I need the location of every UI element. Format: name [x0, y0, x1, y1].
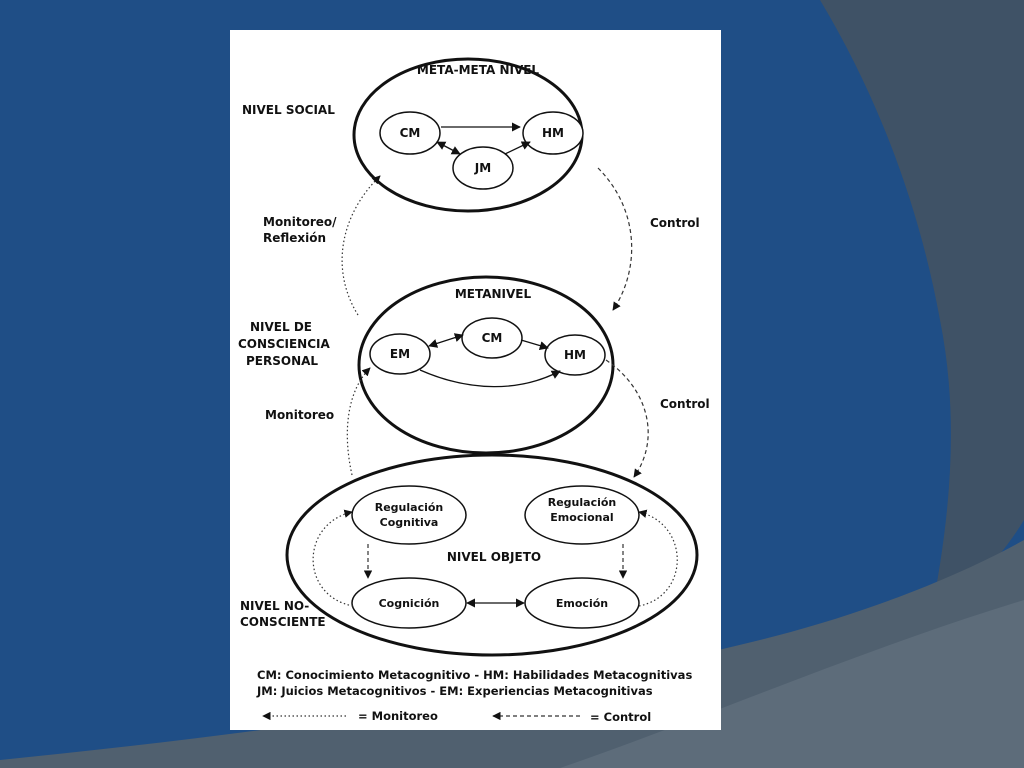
- node-cm-top-label: CM: [400, 126, 421, 140]
- node-regulacion-cognitiva: [351, 485, 467, 545]
- node-jm-top-label: JM: [474, 161, 491, 175]
- monitoring-reflection-label: Monitoreo/Reflexión: [263, 215, 337, 245]
- node-hm-mid: [544, 334, 606, 376]
- control-arrow-upper: [597, 167, 633, 311]
- node-emocion: [524, 577, 640, 629]
- node-hm-mid-label: HM: [564, 348, 586, 362]
- meta-level-title: METANIVEL: [455, 287, 532, 301]
- legend-line-1: CM: Conocimiento Metacognitivo - HM: Hab…: [257, 668, 692, 682]
- control-arrow-lower: [605, 359, 649, 478]
- monitoring-loop-emotion: [638, 509, 678, 607]
- node-cognicion: [351, 577, 467, 629]
- node-cm-mid-label: CM: [482, 331, 503, 345]
- node-cognicion-label: Cognición: [379, 597, 440, 610]
- arrow-em-cm-mid: [428, 333, 464, 348]
- metacognition-diagram: META-META NIVEL NIVEL SOCIAL CM HM JM Mo…: [238, 57, 710, 724]
- control-label-upper: Control: [650, 216, 700, 230]
- node-cm-top: [379, 111, 441, 155]
- node-jm-top: [452, 146, 514, 190]
- monitoring-loop-cognition: [312, 509, 354, 607]
- diagram-panel: META-META NIVEL NIVEL SOCIAL CM HM JM Mo…: [230, 30, 721, 730]
- legend-monitoring-label: = Monitoreo: [358, 709, 438, 723]
- monitoring-label-lower: Monitoreo: [265, 408, 334, 422]
- nivel-no-consciente-label: NIVEL NO-CONSCIENTE: [240, 599, 326, 629]
- control-label-lower: Control: [660, 397, 710, 411]
- arrow-em-hm-mid: [419, 369, 561, 388]
- node-emocion-label: Emoción: [556, 597, 608, 610]
- object-level-title: NIVEL OBJETO: [447, 550, 541, 564]
- meta-meta-level-title: META-META NIVEL: [417, 63, 540, 77]
- node-hm-top: [522, 111, 584, 155]
- node-hm-top-label: HM: [542, 126, 564, 140]
- node-em-mid-label: EM: [390, 347, 410, 361]
- legend-line-2: JM: Juicios Metacognitivos - EM: Experie…: [256, 684, 653, 698]
- legend-control-label: = Control: [590, 710, 651, 724]
- object-level-ellipse: [285, 453, 699, 657]
- monitoring-arrow-upper: [341, 175, 381, 316]
- arrow-cm-jm-top: [436, 141, 461, 155]
- arrow-cm-hm-mid: [520, 339, 549, 351]
- arrow-jm-hm-top: [504, 141, 531, 155]
- nivel-social-label: NIVEL SOCIAL: [242, 103, 335, 117]
- background-swoosh-right: [820, 0, 1024, 620]
- node-em-mid: [369, 333, 431, 375]
- monitoring-arrow-lower: [346, 367, 371, 476]
